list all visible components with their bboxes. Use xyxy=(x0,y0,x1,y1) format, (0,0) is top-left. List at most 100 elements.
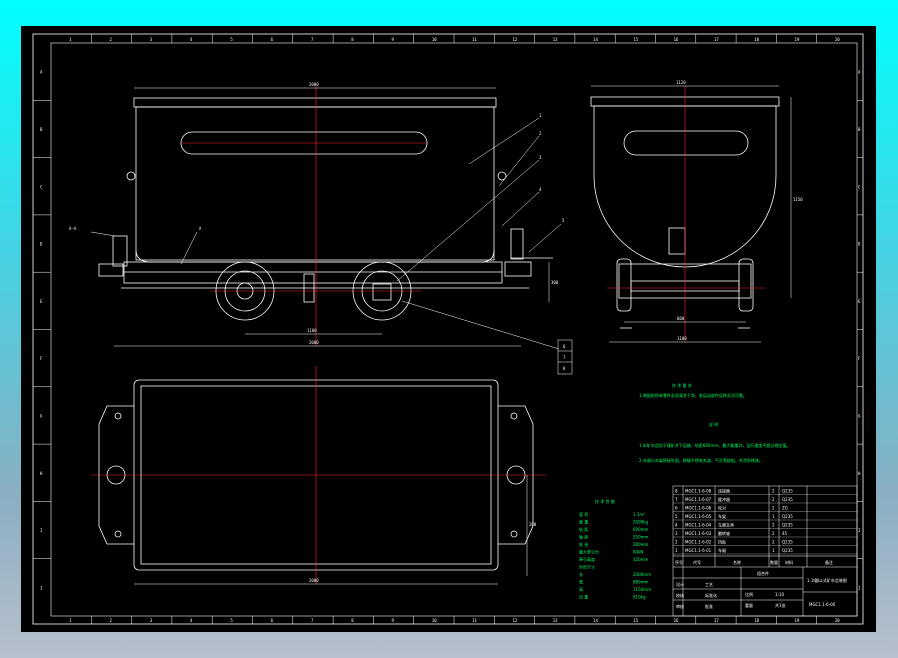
zone-label-right: E xyxy=(858,299,861,304)
zone-label-left: H xyxy=(40,471,43,476)
description-line-1: 1.本矿车适用于煤矿井下运输，轨距600mm，最大载重2t，运行速度不超过规定值… xyxy=(639,442,790,448)
zone-label-top: 14 xyxy=(593,37,598,42)
bom-cell-no: 6 xyxy=(675,506,678,511)
spec-row-label: 宽 xyxy=(579,579,583,585)
bom-cell-name: 车厢 xyxy=(718,547,726,553)
side-frame xyxy=(123,261,503,284)
spec-row-value: 2000mm xyxy=(633,572,651,577)
bom-cell-qty: 1 xyxy=(772,548,775,553)
bom-header-note: 备注 xyxy=(825,559,833,565)
spec-row-value: 600mm xyxy=(633,527,649,532)
dim-end-width: 1120 xyxy=(676,80,686,85)
callout-6: 6 xyxy=(563,344,566,349)
zone-label-bottom: 15 xyxy=(633,618,638,623)
bom-cell-code: MGC1.1-6-05 xyxy=(685,514,712,519)
callout-3: 3 xyxy=(539,155,542,160)
spec-table-title: 技 术 性 能 xyxy=(595,498,615,504)
plan-bolt-3 xyxy=(510,412,518,420)
spec-row-value: 2000kg xyxy=(633,520,648,525)
bom-cell-qty: 2 xyxy=(772,523,775,528)
bom-cell-code: MGC1.1-6-04 xyxy=(685,523,712,528)
bom-cell-material: Q235 xyxy=(782,489,793,494)
zone-label-bottom: 4 xyxy=(190,618,193,623)
zone-label-right: A xyxy=(858,70,861,75)
bom-cell-material: Q235 xyxy=(782,497,793,502)
spec-row-label: 容 积 xyxy=(579,511,588,517)
zone-label-left: G xyxy=(40,413,43,418)
title-label-scale: 比例 xyxy=(745,591,753,597)
zone-label-top: 12 xyxy=(512,37,517,42)
zone-label-top: 5 xyxy=(230,37,233,42)
zone-label-left: J xyxy=(40,585,42,590)
dim-plan-length: 2000 xyxy=(309,578,319,583)
zone-label-bottom: 20 xyxy=(835,618,840,623)
bom-cell-qty: 2 xyxy=(772,497,775,502)
spec-row-value: 550mm xyxy=(633,535,649,540)
spec-row-value: 300mm xyxy=(633,542,649,547)
bom-cell-code: MGC1.1-6-06 xyxy=(685,506,712,511)
dim-side-length: 2000 xyxy=(309,82,319,87)
title-label-approve: 批准 xyxy=(705,603,713,609)
bom-header-qty: 数量 xyxy=(770,559,778,565)
zone-label-left: B xyxy=(40,127,43,132)
dim-end-height: 1150 xyxy=(793,197,803,202)
bom-cell-name: 挡板 xyxy=(718,539,726,545)
lower-callout-column xyxy=(557,339,573,375)
bom-cell-name: 连接器 xyxy=(718,488,730,494)
description-line-2: 2.车厢与车架焊接牢固，焊缝不得有夹渣、气孔等缺陷，并涂防锈漆。 xyxy=(639,457,763,463)
zone-label-left: I xyxy=(40,528,43,533)
zone-label-right: C xyxy=(858,184,861,189)
bom-cell-qty: 2 xyxy=(772,506,775,511)
spec-row-value: 60kN xyxy=(633,550,643,555)
bom-cell-material: ZG xyxy=(782,506,788,511)
zone-label-top: 6 xyxy=(271,37,274,42)
zone-label-top: 8 xyxy=(351,37,354,42)
title-label-design: 设计 xyxy=(676,581,684,587)
bom-cell-name: 缓冲器 xyxy=(718,496,730,502)
side-coupler-left xyxy=(98,263,124,277)
title-label-standard: 标准化 xyxy=(705,592,717,598)
zone-label-bottom: 10 xyxy=(432,618,437,623)
title-scale: 1:10 xyxy=(775,592,784,597)
bom-cell-no: 7 xyxy=(675,497,678,502)
bom-cell-code: MGC1.1-6-01 xyxy=(685,548,712,553)
title-label-review: 审核 xyxy=(676,603,684,609)
zone-label-bottom: 2 xyxy=(109,618,112,623)
title-sheet: 共1张 xyxy=(775,602,786,608)
bom-cell-qty: 1 xyxy=(772,514,775,519)
bom-cell-name: 翻转轴 xyxy=(718,530,730,536)
outer-border xyxy=(32,33,864,625)
zone-label-right: F xyxy=(858,356,861,361)
side-bracket-right xyxy=(510,228,524,260)
bom-header-no: 序号 xyxy=(675,559,683,565)
zone-label-bottom: 14 xyxy=(593,618,598,623)
callout-4: 4 xyxy=(539,187,542,192)
zone-label-left: D xyxy=(40,242,43,247)
end-view xyxy=(590,85,792,343)
spec-row-label: 外形尺寸 xyxy=(579,564,595,570)
bom-cell-no: 8 xyxy=(675,489,678,494)
zone-label-left: E xyxy=(40,299,43,304)
zone-label-bottom: 7 xyxy=(311,618,314,623)
bom-cell-code: MGC1.1-6-07 xyxy=(685,497,712,502)
callout-8: 8 xyxy=(563,366,566,371)
dim-bottom-length: 2000 xyxy=(309,340,319,345)
zone-label-bottom: 11 xyxy=(472,618,477,623)
end-bucket xyxy=(593,105,777,268)
dim-wheel-base: 1100 xyxy=(307,328,317,333)
spec-row-value: 880mm xyxy=(633,580,649,585)
bom-cell-no: 4 xyxy=(675,523,678,528)
bom-cell-qty: 2 xyxy=(772,540,775,545)
callout-2: 2 xyxy=(539,131,542,136)
dim-bay: 200 xyxy=(529,522,537,527)
spec-row-label: 牵引高度 xyxy=(579,556,595,562)
bom-cell-no: 5 xyxy=(675,514,678,519)
plan-bolt-4 xyxy=(510,530,518,538)
side-pivot-right xyxy=(497,171,507,181)
zone-label-top: 18 xyxy=(754,37,759,42)
zone-label-top: 7 xyxy=(311,37,314,42)
